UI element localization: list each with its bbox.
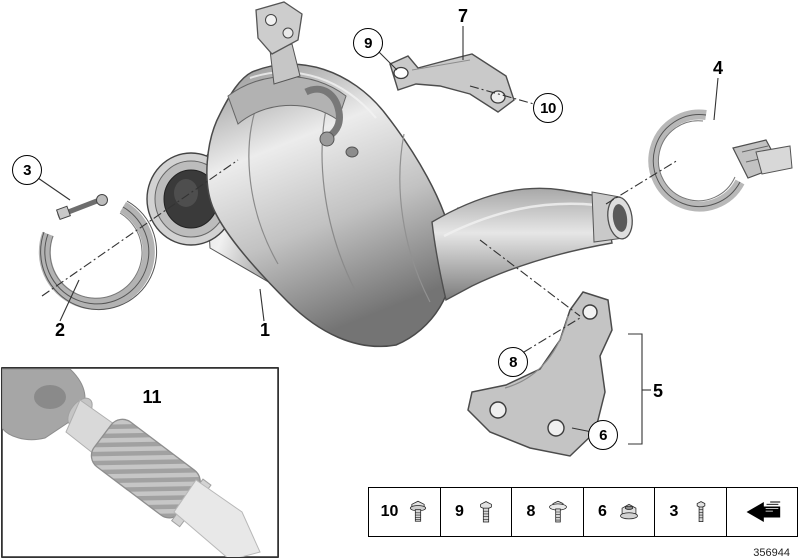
screw-icon — [696, 501, 706, 522]
support-bracket — [467, 291, 613, 457]
sensor-tube — [304, 85, 359, 158]
legend-label: 8 — [526, 503, 536, 520]
downpipe-elbow — [431, 187, 633, 302]
inset-box — [1, 367, 279, 558]
callout-6[interactable]: 6 — [588, 420, 618, 450]
pipe-clamp — [648, 109, 793, 212]
legend-label: 6 — [598, 503, 607, 520]
hex-bolt-icon — [480, 501, 493, 523]
flange-nut-icon — [620, 503, 639, 520]
legend-label: 10 — [380, 503, 399, 520]
legend-cell-9[interactable]: 9 — [439, 488, 512, 536]
callout-7[interactable]: 7 — [457, 6, 469, 26]
callout-9[interactable]: 9 — [353, 28, 383, 58]
callout-2[interactable]: 2 — [54, 320, 66, 340]
flange-bolt-icon — [409, 500, 426, 522]
inset-context-image — [2, 368, 278, 557]
top-mount-tab — [255, 1, 303, 85]
callout-8[interactable]: 8 — [498, 347, 528, 377]
clamp-t-bolt — [55, 194, 108, 221]
legend-cell-8[interactable]: 8 — [511, 488, 583, 536]
callout-3[interactable]: 3 — [12, 155, 42, 185]
legend-table: 10 9 8 6 — [368, 487, 798, 537]
leader-lines — [37, 26, 719, 445]
top-bracket — [389, 53, 515, 113]
direction-arrow-icon — [746, 501, 780, 522]
legend-cell-3[interactable]: 3 — [654, 488, 726, 536]
callout-1[interactable]: 1 — [259, 320, 271, 340]
legend-cell-arrow[interactable] — [725, 488, 798, 536]
callout-4[interactable]: 4 — [712, 58, 724, 78]
callout-10[interactable]: 10 — [533, 93, 563, 123]
washer-bolt-icon — [549, 500, 567, 523]
callout-5[interactable]: 5 — [652, 381, 664, 401]
legend-label: 3 — [669, 503, 679, 520]
v-band-clamp — [38, 194, 158, 311]
legend-cell-10[interactable]: 10 — [369, 488, 440, 536]
legend-label: 9 — [455, 503, 464, 520]
callout-11[interactable]: 11 — [142, 387, 162, 407]
doc-number: 356944 — [753, 547, 790, 559]
legend-cell-6[interactable]: 6 — [582, 488, 655, 536]
